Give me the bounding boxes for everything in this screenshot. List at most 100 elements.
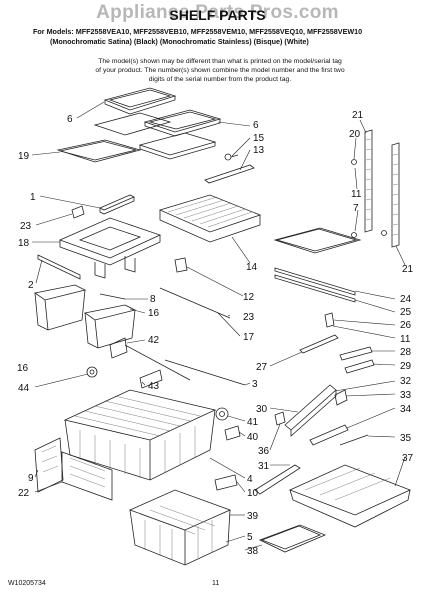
bracket-26	[324, 312, 335, 328]
models-line: For Models: MFF2558VEA10, MFF2558VEB10, …	[33, 27, 363, 36]
slide-1	[99, 194, 135, 215]
rail-21-right	[391, 142, 400, 248]
basket-4	[63, 389, 217, 481]
variants-line: (Monochromatic Satina) (Black) (Monochro…	[50, 37, 309, 46]
rail-34	[309, 424, 349, 446]
callout-40: 40	[247, 432, 259, 443]
rod-17	[159, 287, 231, 319]
clip-12	[174, 257, 188, 273]
callout-18: 18	[18, 238, 30, 249]
callout-38: 38	[247, 546, 259, 557]
model-note: The model(s) shown may be different than…	[95, 58, 345, 83]
clip-23	[71, 205, 85, 219]
callout-44: 44	[18, 383, 30, 394]
callout-4: 4	[247, 474, 253, 485]
watermark: Appliance Parts Pros.com	[96, 2, 339, 23]
knob-41	[215, 407, 229, 421]
callout-25: 25	[400, 307, 412, 318]
glass-shelf-24	[273, 227, 362, 254]
callout-30: 30	[256, 404, 268, 415]
callout-11b: 11	[400, 334, 411, 345]
callout-11a: 11	[351, 189, 362, 200]
callout-10: 10	[247, 488, 259, 499]
bracket-42	[109, 337, 191, 381]
bracket-43	[139, 369, 163, 389]
shelf-19-glass	[56, 139, 142, 163]
callout-8: 8	[150, 294, 156, 305]
clip-36	[274, 411, 286, 426]
rail-27	[299, 334, 339, 354]
tray-38	[258, 524, 327, 553]
drawer-frame-18	[58, 217, 162, 279]
callout-2: 2	[28, 280, 34, 291]
shelf-glass-left	[93, 112, 172, 136]
callout-21b: 21	[402, 264, 414, 275]
callout-26: 26	[400, 320, 412, 331]
callout-24: 24	[400, 294, 412, 305]
strip-2	[37, 254, 81, 280]
rod-3	[164, 359, 246, 386]
callout-15: 15	[253, 133, 265, 144]
callout-17: 17	[243, 332, 255, 343]
callout-35: 35	[400, 433, 412, 444]
callout-43: 43	[148, 381, 160, 392]
handle-22	[61, 451, 113, 501]
callout-16a: 16	[148, 308, 160, 319]
end-cap-9	[34, 437, 64, 493]
rail-21-left	[364, 129, 373, 233]
callout-23b: 23	[243, 312, 255, 323]
callout-19: 19	[18, 151, 30, 162]
callout-33: 33	[400, 390, 412, 401]
bin-16-left	[34, 284, 87, 331]
callout-12: 12	[243, 292, 255, 303]
callout-37: 37	[402, 453, 414, 464]
slide-assembly-30	[284, 384, 337, 437]
callout-21a: 21	[352, 110, 364, 121]
rail-13	[204, 164, 255, 184]
rail-28	[339, 346, 373, 361]
callout-31: 31	[258, 461, 270, 472]
leader-lines	[31, 101, 406, 551]
basket-5	[128, 489, 232, 566]
shelf-6-right	[138, 109, 222, 160]
callout-34: 34	[400, 404, 412, 415]
callout-20: 20	[349, 129, 361, 140]
bin-16-right	[84, 304, 137, 349]
cover-29	[344, 359, 375, 374]
screw-15	[224, 153, 239, 161]
callout-1: 1	[30, 192, 36, 203]
wire-35	[339, 434, 369, 446]
shelf-6-left	[103, 87, 177, 115]
callout-23a: 23	[20, 221, 32, 232]
callout-3: 3	[252, 379, 258, 390]
callout-32: 32	[400, 376, 412, 387]
callout-numbers: 6 6 15 13 19 21 20 11 7 21 1 23 18 14 2 …	[17, 110, 414, 557]
callout-6b: 6	[253, 120, 259, 131]
knob-44	[86, 366, 98, 378]
pin-8	[99, 293, 126, 300]
callout-22: 22	[18, 488, 30, 499]
callout-16b: 16	[17, 363, 29, 374]
callout-14: 14	[246, 262, 258, 273]
document-number: W10205734	[8, 580, 46, 587]
callout-7: 7	[353, 203, 359, 214]
callout-29: 29	[400, 361, 412, 372]
bracket-33	[334, 389, 348, 406]
screw-11-upper	[351, 159, 387, 238]
tray-37	[288, 464, 412, 528]
trim-25	[274, 267, 356, 303]
callout-39: 39	[247, 511, 259, 522]
clip-10	[214, 474, 238, 491]
page-title: SHELF PARTS	[169, 7, 266, 23]
cover-31	[254, 464, 301, 495]
callout-36: 36	[258, 446, 270, 457]
cap-40	[224, 425, 241, 441]
callout-27: 27	[256, 362, 268, 373]
page-number: 11	[212, 580, 220, 587]
callout-13: 13	[253, 145, 265, 156]
callout-28: 28	[400, 347, 412, 358]
callout-9: 9	[28, 473, 34, 484]
callout-6a: 6	[67, 114, 73, 125]
callout-42: 42	[148, 335, 160, 346]
